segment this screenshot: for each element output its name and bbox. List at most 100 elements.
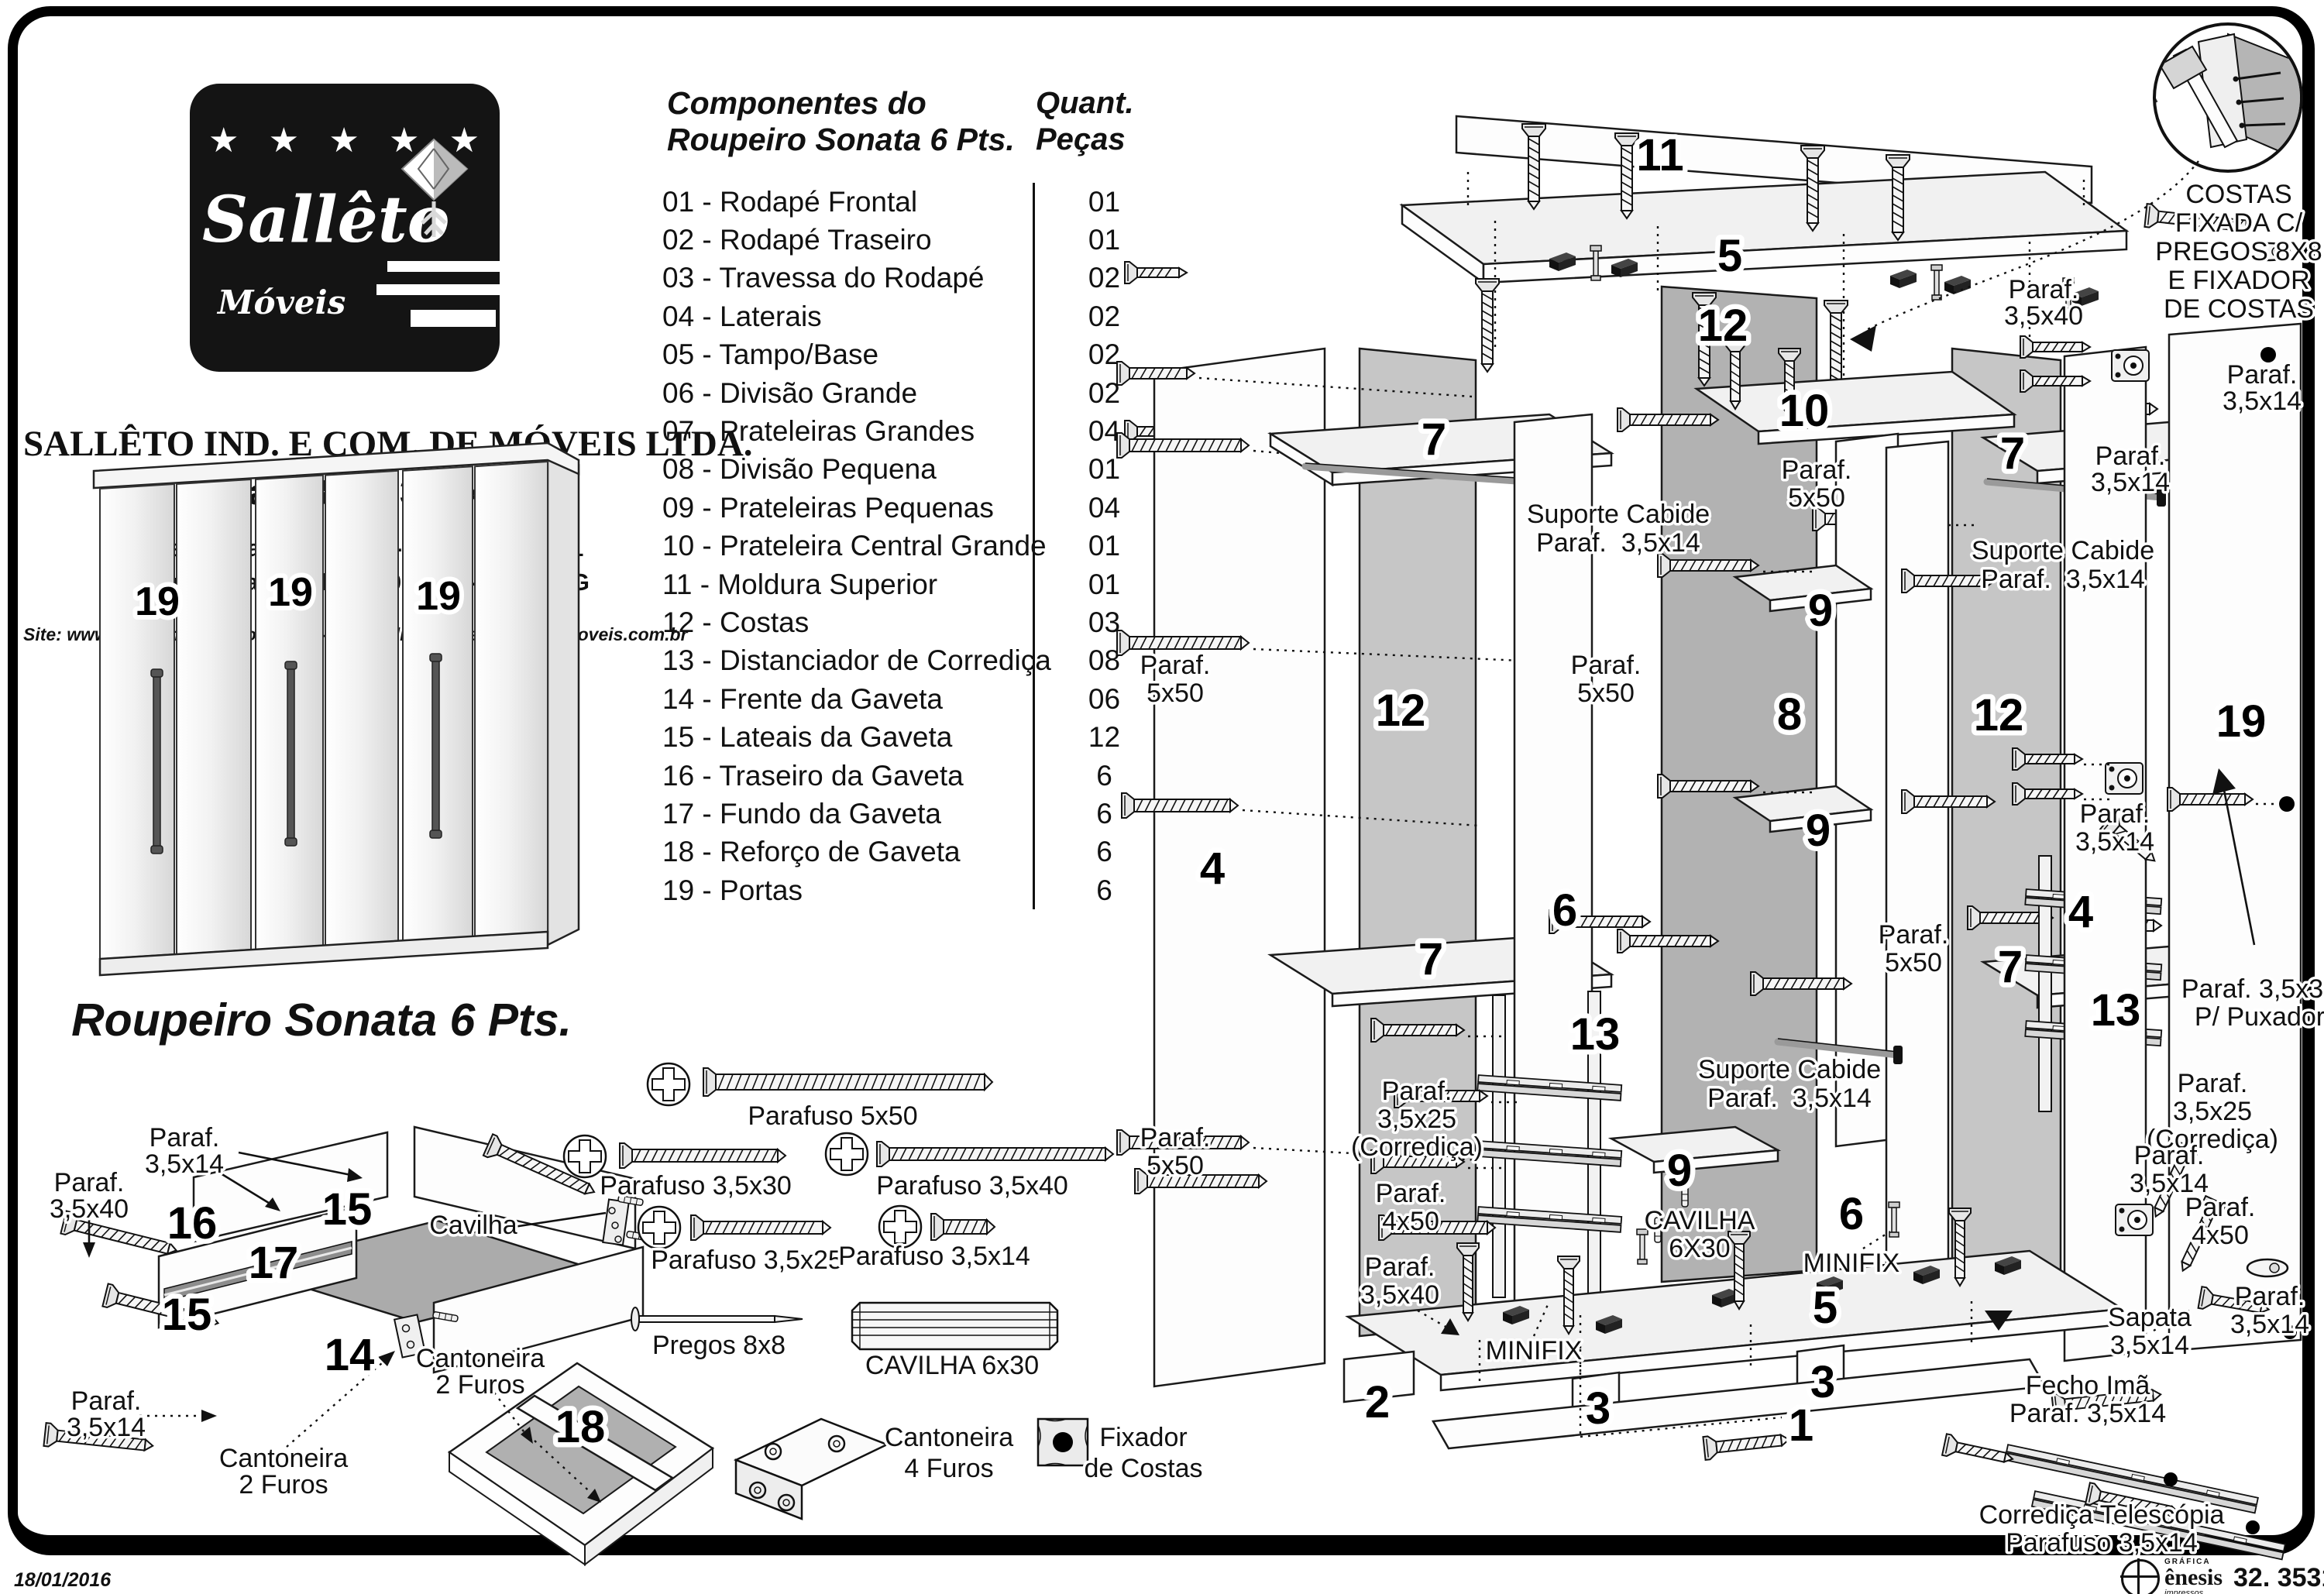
sapata-oval bbox=[2246, 1258, 2289, 1278]
ann-costas: DE COSTAS bbox=[2164, 294, 2314, 324]
drawer-back-16 bbox=[192, 1131, 389, 1243]
printer-phone: 32. 3531-8713 bbox=[2233, 1563, 2324, 1592]
door-handles bbox=[150, 653, 442, 854]
telescopic-slide bbox=[1941, 1433, 2286, 1561]
screw-icon bbox=[1702, 1433, 1791, 1462]
ann-paraf: Paraf. bbox=[2185, 1193, 2256, 1222]
screw-icon bbox=[1901, 789, 1996, 814]
cabinet-base bbox=[98, 930, 549, 977]
hw-label: Parafuso 3,5x30 bbox=[600, 1171, 792, 1201]
part-label-4: 4 bbox=[1200, 843, 1225, 894]
screw-icon bbox=[1134, 1168, 1268, 1194]
cavilha-peg bbox=[1681, 1181, 1689, 1208]
doors bbox=[99, 460, 548, 960]
ann-fecho: Paraf. 3,5x14 bbox=[2009, 1399, 2166, 1428]
ann-paraf: Paraf. bbox=[1140, 651, 1211, 680]
screw-icon bbox=[1617, 407, 1720, 432]
screw-icon bbox=[2181, 1194, 2227, 1273]
part-label-1: 1 bbox=[1789, 1400, 1813, 1451]
screw-icon bbox=[1800, 145, 1825, 232]
screw-icon bbox=[1657, 553, 1760, 578]
ann-3514: 3,5x14 bbox=[2230, 1310, 2309, 1339]
part-label-13: 13 bbox=[2091, 985, 2141, 1036]
cavilha-peg bbox=[1654, 1217, 1662, 1243]
phillips-head-icon bbox=[824, 1132, 869, 1177]
part-label-7: 7 bbox=[2000, 428, 2025, 479]
screw-icon bbox=[1557, 1256, 1580, 1335]
minifix-pin bbox=[2062, 277, 2075, 314]
printer-sub: impressos bbox=[2164, 1589, 2204, 1594]
screw-icon bbox=[1370, 1149, 1466, 1174]
ann-paraf: Paraf. bbox=[150, 1123, 220, 1153]
part-label-15: 15 bbox=[162, 1290, 212, 1340]
base-5-front bbox=[1439, 1307, 2124, 1392]
part-label-12: 12 bbox=[1376, 685, 1426, 736]
phillips-head-icon bbox=[646, 1062, 691, 1107]
ann-3514: 3,5x14 bbox=[2130, 1169, 2209, 1198]
hw-label: CAVILHA 6x30 bbox=[865, 1351, 1039, 1380]
screw-icon bbox=[2099, 811, 2156, 862]
ann-3514: 3,5x14 bbox=[145, 1149, 224, 1179]
logo-bar bbox=[387, 261, 508, 272]
screw-icon bbox=[1948, 1208, 1972, 1287]
part-label-3: 3 bbox=[1586, 1383, 1611, 1434]
screw-icon bbox=[2051, 1388, 2162, 1419]
door-hinge bbox=[2115, 1204, 2154, 1236]
ann-sapata: Sapata bbox=[2108, 1303, 2192, 1332]
screw-icon bbox=[1724, 338, 1747, 411]
gem-leaf-icon bbox=[401, 138, 469, 237]
ann-suporte: Paraf. 3,5x14 bbox=[1707, 1084, 1872, 1113]
ann-3525: 3,5x25 bbox=[1377, 1104, 1456, 1134]
ann-corredica-tel: Corrediça Telescópia bbox=[1979, 1500, 2225, 1530]
ann-suporte: Suporte Cabide bbox=[1698, 1055, 1881, 1084]
hw-label: Parafuso 3,5x14 bbox=[838, 1242, 1030, 1271]
cavilha-peg bbox=[432, 1311, 459, 1322]
cavilha-peg bbox=[617, 1195, 644, 1206]
screw-icon bbox=[1778, 348, 1801, 420]
ann-3540: 3,5x40 bbox=[2004, 301, 2083, 331]
screw-icon bbox=[1614, 132, 1639, 220]
ann-costas: COSTAS bbox=[2185, 180, 2291, 209]
part-label-18: 18 bbox=[555, 1402, 606, 1452]
part-label-4: 4 bbox=[2068, 887, 2093, 937]
minifix-block bbox=[1817, 1276, 1843, 1295]
ann-5x50: 5x50 bbox=[1147, 678, 1204, 708]
screw-icon bbox=[1475, 278, 1500, 373]
ann-3525: 3,5x25 bbox=[2173, 1097, 2252, 1126]
brand-sub: Móveis bbox=[218, 283, 346, 321]
hardware-legend: Parafuso 5x50 Parafuso 3,5x30 Parafuso 3… bbox=[413, 1062, 1205, 1567]
ann-cavilha: Cavilha bbox=[429, 1211, 517, 1240]
part-label-5: 5 bbox=[1717, 231, 1742, 281]
ann-suporte: Paraf. 3,5x14 bbox=[1981, 565, 2145, 594]
hw-label: Cantoneira bbox=[885, 1423, 1013, 1452]
screw-icon bbox=[1692, 292, 1717, 387]
ann-paraf: Paraf. bbox=[2009, 275, 2079, 304]
ann-5x50: 5x50 bbox=[1147, 1151, 1204, 1180]
shelf-10-front bbox=[1757, 413, 2016, 445]
ann-paraf: Paraf. bbox=[1140, 1123, 1211, 1153]
ann-paraf: Paraf. bbox=[1376, 1179, 1446, 1208]
ann-paraf: Paraf. bbox=[1571, 651, 1642, 680]
minifix-block bbox=[1995, 1256, 2021, 1275]
ann-5x50: 5x50 bbox=[1577, 678, 1635, 708]
back-fixer-icon bbox=[1037, 1417, 1089, 1467]
screw-dot bbox=[2283, 1325, 2297, 1339]
ann-4x50: 4x50 bbox=[1382, 1207, 1439, 1236]
ann-3514: 3,5x14 bbox=[2075, 827, 2154, 857]
ann-paraf: Paraf. bbox=[54, 1168, 125, 1197]
product-title: Roupeiro Sonata 6 Pts. bbox=[71, 995, 572, 1046]
screw-icon bbox=[1549, 909, 1652, 934]
screw-icon bbox=[101, 1283, 220, 1328]
screw-icon bbox=[2012, 782, 2084, 806]
phillips-head-icon bbox=[562, 1134, 607, 1179]
cavilha-icon bbox=[851, 1301, 1059, 1351]
